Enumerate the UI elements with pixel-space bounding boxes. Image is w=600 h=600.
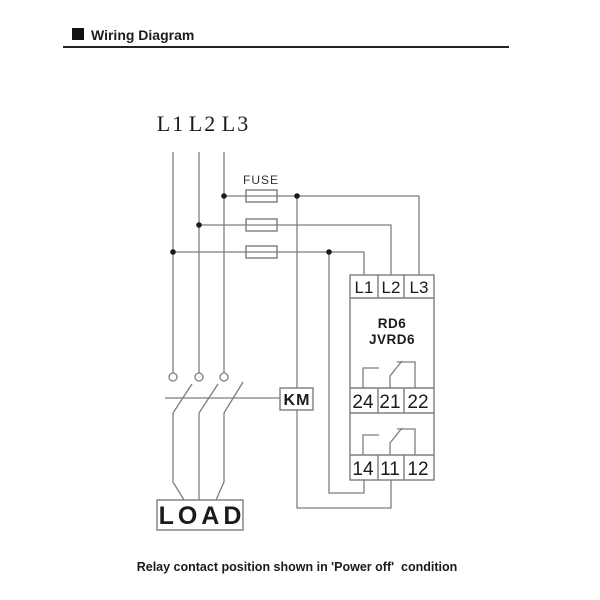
relay-outline: [349, 274, 435, 481]
page-title: Wiring Diagram: [91, 27, 194, 43]
relay-mid-cell-dividers: [377, 388, 405, 413]
relay-model-line1: RD6: [378, 316, 407, 331]
load-box: [156, 499, 244, 531]
relay-terminal-21: 21: [379, 392, 400, 413]
contact-node-1: [168, 372, 178, 382]
relay-upper-contact-symbol: [362, 360, 416, 388]
caption: Relay contact position shown in 'Power o…: [137, 560, 458, 574]
relay-terminal-L2: L2: [382, 278, 401, 297]
phase-label-l1: L1: [157, 111, 185, 136]
relay-top-cell-dividers: [377, 275, 405, 298]
fuse-symbol-2: [245, 218, 278, 232]
phase-labels: L1 L2 L3: [157, 111, 250, 136]
wire-load-lead-1: [172, 413, 185, 501]
relay-lower-contact-symbol: [362, 427, 416, 455]
header: Wiring Diagram: [63, 27, 509, 48]
relay-terminal-22: 22: [407, 392, 428, 413]
relay-terminal-14: 14: [352, 459, 374, 480]
relay-terminal-12: 12: [407, 459, 428, 480]
km-label: KM: [284, 392, 311, 409]
phase-label-l3: L3: [222, 111, 250, 136]
fuse-label: FUSE: [243, 173, 279, 187]
junction-dot-l1-fuse: [170, 249, 176, 255]
lower-contact-11-blade: [389, 427, 403, 455]
junction-dot-l2-fuse: [196, 222, 202, 228]
junction-dot-l3-fuse: [221, 193, 227, 199]
relay-terminal-L1: L1: [355, 278, 374, 297]
relay-module: L1 L2 L3 RD6 JVRD6 24 21 22 14 11 12: [349, 274, 435, 481]
km-coil-box: [279, 387, 314, 411]
relay-terminal-L3: L3: [410, 278, 429, 297]
wire-fuse-row-bottom: [173, 251, 365, 275]
relay-model-line2: JVRD6: [369, 332, 415, 347]
relay-terminal-11: 11: [380, 459, 400, 480]
contactor-poles: [165, 372, 280, 414]
section-bullet-icon: [72, 28, 84, 40]
phase-label-l2: L2: [189, 111, 217, 136]
wire-terminal-14-return: [328, 252, 365, 494]
wire-load-lead-3: [215, 413, 225, 501]
upper-contact-21-blade: [389, 360, 403, 388]
relay-terminal-24: 24: [352, 392, 374, 413]
contact-node-2: [194, 372, 204, 382]
lower-contact-12-arm: [397, 428, 416, 455]
junction-dot-14-branch: [326, 249, 332, 255]
upper-contact-24-arm: [362, 367, 379, 388]
wire-fuse-row-mid: [199, 224, 392, 275]
fuse-symbol-3: [245, 245, 278, 259]
fuse-symbol-1: [245, 189, 278, 203]
wire-km-to-terminal-11: [296, 410, 392, 509]
upper-contact-22-arm: [397, 361, 416, 388]
contact-node-3: [219, 372, 229, 382]
load-label: LOAD: [159, 502, 246, 530]
junction-dot-km-branch: [294, 193, 300, 199]
wire-fuse-row-top: [224, 195, 420, 275]
lower-contact-14-arm: [362, 434, 379, 455]
relay-bottom-cell-dividers: [377, 455, 405, 480]
